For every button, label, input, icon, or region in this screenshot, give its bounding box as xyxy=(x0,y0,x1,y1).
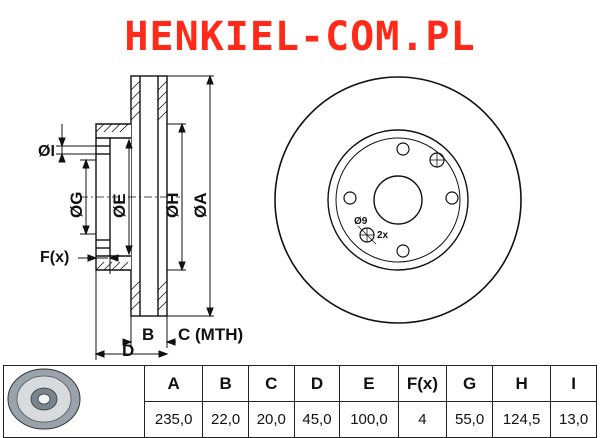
header-b: B xyxy=(202,365,249,402)
disc-thumbnail xyxy=(3,365,145,438)
header-i: I xyxy=(550,365,597,402)
brand-title: HENKIEL-COM.PL xyxy=(124,14,476,60)
dimension-lines xyxy=(56,74,214,360)
header-c: C xyxy=(247,365,295,402)
value-a: 235,0 xyxy=(143,401,204,438)
header-h: H xyxy=(491,365,552,402)
section-hatching xyxy=(95,80,168,311)
specs-table: A B C D E F(x) G H I 235,0 22,0 20,0 45,… xyxy=(3,365,597,438)
disc-thumbnail-icon xyxy=(7,368,81,430)
value-d: 45,0 xyxy=(293,401,341,438)
dim-label-c: C (MTH) xyxy=(178,325,243,344)
hole-diameter-label: Ø9 xyxy=(354,216,368,227)
value-b: 22,0 xyxy=(202,401,249,438)
hole-count-label: 2x xyxy=(377,230,389,241)
dim-label-g: ØG xyxy=(67,192,86,218)
header-g: G xyxy=(446,365,493,402)
value-f: 4 xyxy=(397,401,448,438)
header-e: E xyxy=(339,365,399,402)
header-d: D xyxy=(293,365,341,402)
value-e: 100,0 xyxy=(339,401,399,438)
value-c: 20,0 xyxy=(247,401,295,438)
value-h: 124,5 xyxy=(491,401,552,438)
value-i: 13,0 xyxy=(550,401,597,438)
dim-label-f: F(x) xyxy=(40,249,69,266)
dim-label-e: ØE xyxy=(110,193,129,218)
dim-label-h: ØH xyxy=(163,193,182,219)
value-g: 55,0 xyxy=(446,401,493,438)
header-f: F(x) xyxy=(397,365,448,402)
header-a: A xyxy=(143,365,204,402)
specs-values-row: 235,0 22,0 20,0 45,0 100,0 4 55,0 124,5 … xyxy=(4,401,597,438)
disc-front-view xyxy=(274,76,522,324)
dim-label-d: D xyxy=(122,341,134,360)
dim-label-i: ØI xyxy=(38,143,55,160)
dim-label-b: B xyxy=(142,325,154,344)
specs-header-row: A B C D E F(x) G H I xyxy=(3,365,597,438)
disc-side-view xyxy=(95,75,168,317)
front-centermarks xyxy=(357,153,444,245)
dim-label-a: ØA xyxy=(191,193,210,219)
